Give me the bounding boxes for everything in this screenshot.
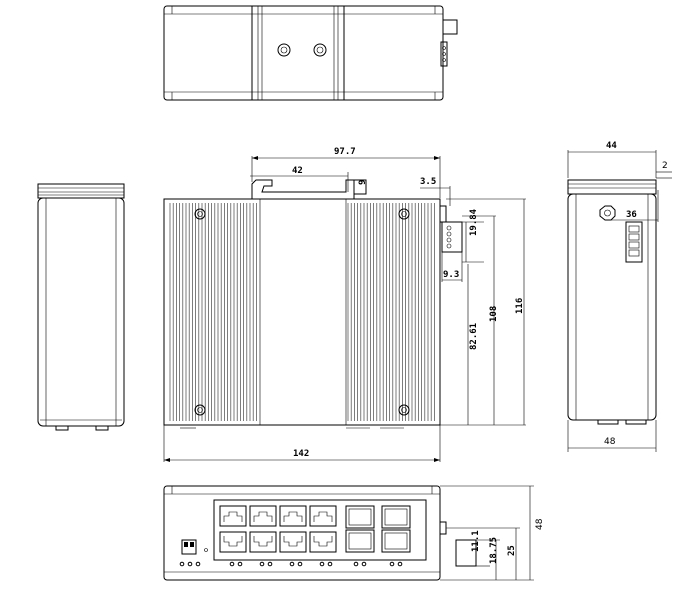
sfp-port-icon — [345, 529, 375, 553]
terminal-block-icon — [625, 221, 643, 263]
rj45-ports — [219, 505, 337, 553]
led-icon — [353, 561, 359, 567]
led-icon — [187, 561, 193, 567]
rj45-port-icon — [309, 531, 337, 553]
screw-icon — [277, 43, 291, 57]
led-icon — [297, 561, 303, 567]
led-icon — [179, 561, 185, 567]
screw-icon — [313, 43, 327, 57]
dim-label-44: 44 — [606, 141, 617, 151]
led-icon — [361, 561, 367, 567]
dim-label-2: 2 — [662, 161, 668, 171]
dim-label-19-84: 19.84 — [469, 208, 479, 236]
sfp-port-icon — [345, 505, 375, 529]
screw-icon — [398, 404, 410, 416]
screw-icon — [194, 208, 206, 220]
led-icon — [327, 561, 333, 567]
ground-screw-icon — [599, 205, 616, 221]
right-side-view: 44 2 36 48 — [567, 141, 672, 452]
right-heat-sink-fins — [347, 203, 435, 421]
front-view: 97.7 42 9 3.5 — [163, 147, 526, 462]
dip-switch-icon — [181, 539, 197, 555]
led-icon — [319, 561, 325, 567]
sfp-ports — [345, 505, 411, 553]
rj45-port-icon — [249, 531, 277, 553]
led-icon — [229, 561, 235, 567]
dim-label-97-7: 97.7 — [334, 147, 356, 157]
dim-label-25: 25 — [507, 545, 517, 556]
screw-icon — [194, 404, 206, 416]
rj45-port-icon — [249, 505, 277, 527]
rj45-port-icon — [279, 505, 307, 527]
led-icon — [389, 561, 395, 567]
dim-label-116: 116 — [515, 298, 525, 314]
rj45-port-icon — [219, 505, 247, 527]
status-leds — [179, 561, 403, 567]
led-icon — [237, 561, 243, 567]
port-view: 48 25 18.75 11.1 — [163, 485, 545, 581]
screw-icon — [398, 208, 410, 220]
sfp-port-icon — [381, 529, 411, 553]
dim-label-108: 108 — [489, 306, 499, 322]
sfp-port-icon — [381, 505, 411, 529]
rj45-port-icon — [309, 505, 337, 527]
led-icon — [397, 561, 403, 567]
dim-label-42: 42 — [292, 166, 303, 176]
top-view — [163, 5, 458, 101]
dim-label-36: 36 — [626, 210, 637, 220]
led-icon — [289, 561, 295, 567]
rj45-port-icon — [219, 531, 247, 553]
dim-label-48-bottom: 48 — [535, 518, 545, 530]
led-icon — [195, 561, 201, 567]
led-icon — [267, 561, 273, 567]
dim-label-11-1: 11.1 — [471, 530, 481, 552]
dim-label-82-61: 82.61 — [469, 323, 479, 350]
dim-label-3-5: 3.5 — [420, 177, 436, 187]
led-icon — [259, 561, 265, 567]
dim-label-18-75: 18.75 — [489, 537, 499, 564]
rj45-port-icon — [279, 531, 307, 553]
left-heat-sink-fins — [169, 203, 257, 421]
left-side-view — [37, 183, 125, 431]
dim-label-9: 9 — [358, 180, 368, 185]
dim-label-142: 142 — [293, 449, 309, 459]
dim-label-48: 48 — [604, 437, 616, 447]
dim-label-9-3: 9.3 — [443, 270, 459, 280]
